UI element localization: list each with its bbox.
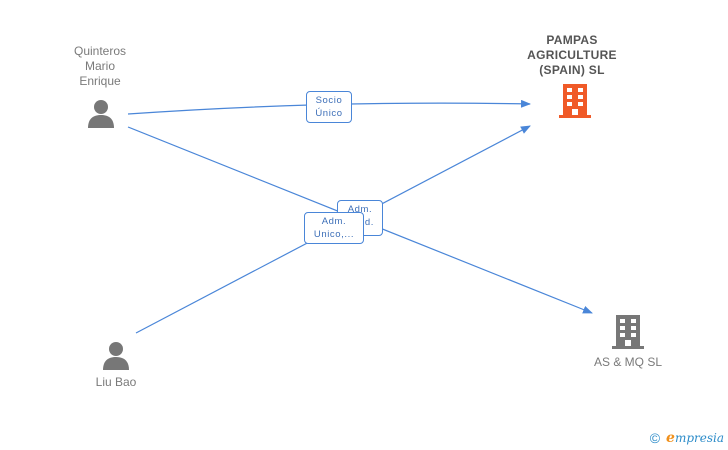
- person-icon[interactable]: [101, 340, 131, 370]
- edge-label-adm-unico[interactable]: Adm. Unico,...: [304, 212, 364, 244]
- building-icon[interactable]: [559, 84, 591, 118]
- person-icon[interactable]: [86, 98, 116, 128]
- edge-label-socio-unico[interactable]: Socio Único: [306, 91, 352, 123]
- building-icon[interactable]: [612, 315, 644, 349]
- person-liu-label[interactable]: Liu Bao: [95, 375, 137, 389]
- company-pampas-label[interactable]: PAMPAS AGRICULTURE (SPAIN) SL: [527, 33, 617, 77]
- company-asmq-label[interactable]: AS & MQ SL: [593, 355, 663, 369]
- footer-brand: © empresia: [650, 430, 724, 446]
- brand-name: mpresia: [674, 431, 724, 445]
- copyright-icon: ©: [649, 430, 661, 446]
- brand-e: e: [666, 430, 675, 446]
- person-quinteros-label[interactable]: Quinteros Mario Enrique: [73, 44, 127, 88]
